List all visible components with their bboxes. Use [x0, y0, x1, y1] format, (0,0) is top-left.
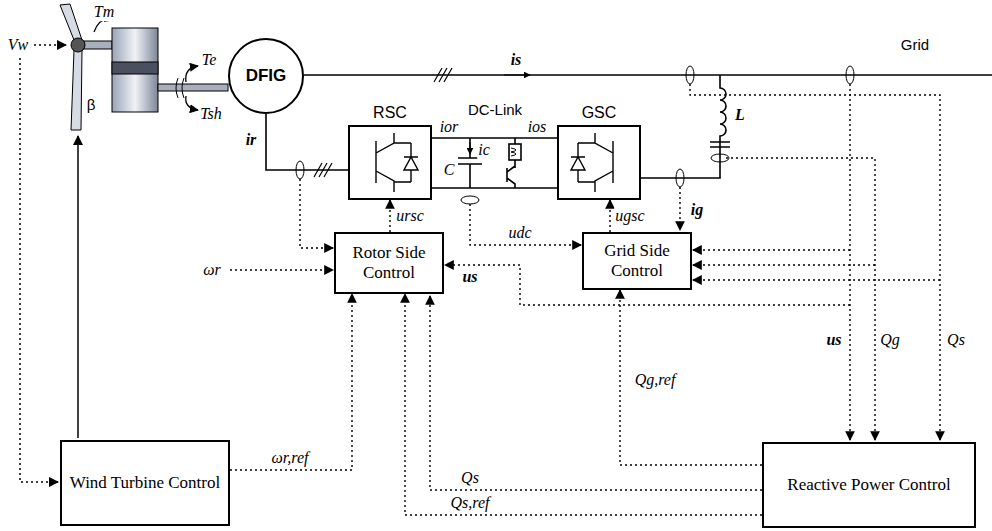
signal-label: Tm — [93, 3, 115, 21]
converter-switches — [376, 133, 613, 192]
signal-label: ios — [527, 118, 548, 136]
signal-label: Qs — [946, 331, 966, 349]
box-label: DFIG — [246, 66, 287, 86]
signal-label: ic — [477, 141, 491, 159]
box-label: Wind Turbine Control — [70, 473, 220, 493]
box-label: Rotor Side Control — [342, 243, 436, 282]
signal-label: is — [510, 51, 523, 69]
edge-label: Qg,ref — [634, 371, 677, 389]
signal-label: Grid — [900, 37, 930, 54]
control-signal — [230, 294, 352, 470]
signal-label: Qs — [460, 469, 480, 487]
control-signal — [405, 294, 762, 515]
edge-label: Qs,ref — [450, 494, 491, 512]
control-box: Wind Turbine Control — [60, 440, 230, 526]
converter-name: GSC — [559, 104, 639, 122]
signal-label: ig — [690, 201, 704, 219]
signal-label: L — [734, 106, 746, 124]
torque-arrows — [94, 19, 198, 110]
signal-label: Te — [201, 51, 218, 69]
pitch-and-wind — [20, 45, 78, 482]
control-box: Rotor Side Control — [334, 232, 444, 294]
control-box: Grid Side Control — [582, 232, 692, 290]
signal-label: Qg — [879, 331, 901, 349]
control-signal — [620, 290, 762, 465]
power-wire — [432, 137, 557, 139]
current-sensors — [296, 66, 854, 204]
edge-label: ωr,ref — [271, 449, 310, 467]
converter-box: RSC — [348, 125, 432, 200]
signal-label: us — [461, 268, 478, 286]
power-wire — [266, 114, 348, 170]
signal-label: β — [86, 97, 97, 114]
edge-label: ursc — [395, 207, 425, 225]
signal-label: udc — [507, 224, 532, 242]
box-label: Reactive Power Control — [787, 475, 950, 495]
signal-label: C — [443, 161, 456, 179]
converter-name: RSC — [350, 104, 430, 122]
signal-label: ωr — [202, 261, 222, 279]
generator-circle: DFIG — [228, 38, 304, 114]
signal-label: Tsh — [199, 105, 223, 123]
signal-label: DC-Link — [467, 102, 523, 119]
control-signal — [389, 200, 390, 232]
control-box: Reactive Power Control — [762, 442, 976, 528]
signal-label: ir — [245, 131, 258, 149]
signal-label: Vw — [7, 36, 29, 54]
control-signal — [609, 200, 610, 232]
edge-label: ugsc — [614, 207, 645, 225]
signal-label: ior — [439, 118, 460, 136]
converter-box: GSC — [557, 125, 641, 200]
measurement-lines — [230, 84, 940, 490]
box-label: Grid Side Control — [590, 241, 684, 280]
signal-label: us — [825, 331, 842, 349]
wind-turbine — [60, 4, 228, 130]
